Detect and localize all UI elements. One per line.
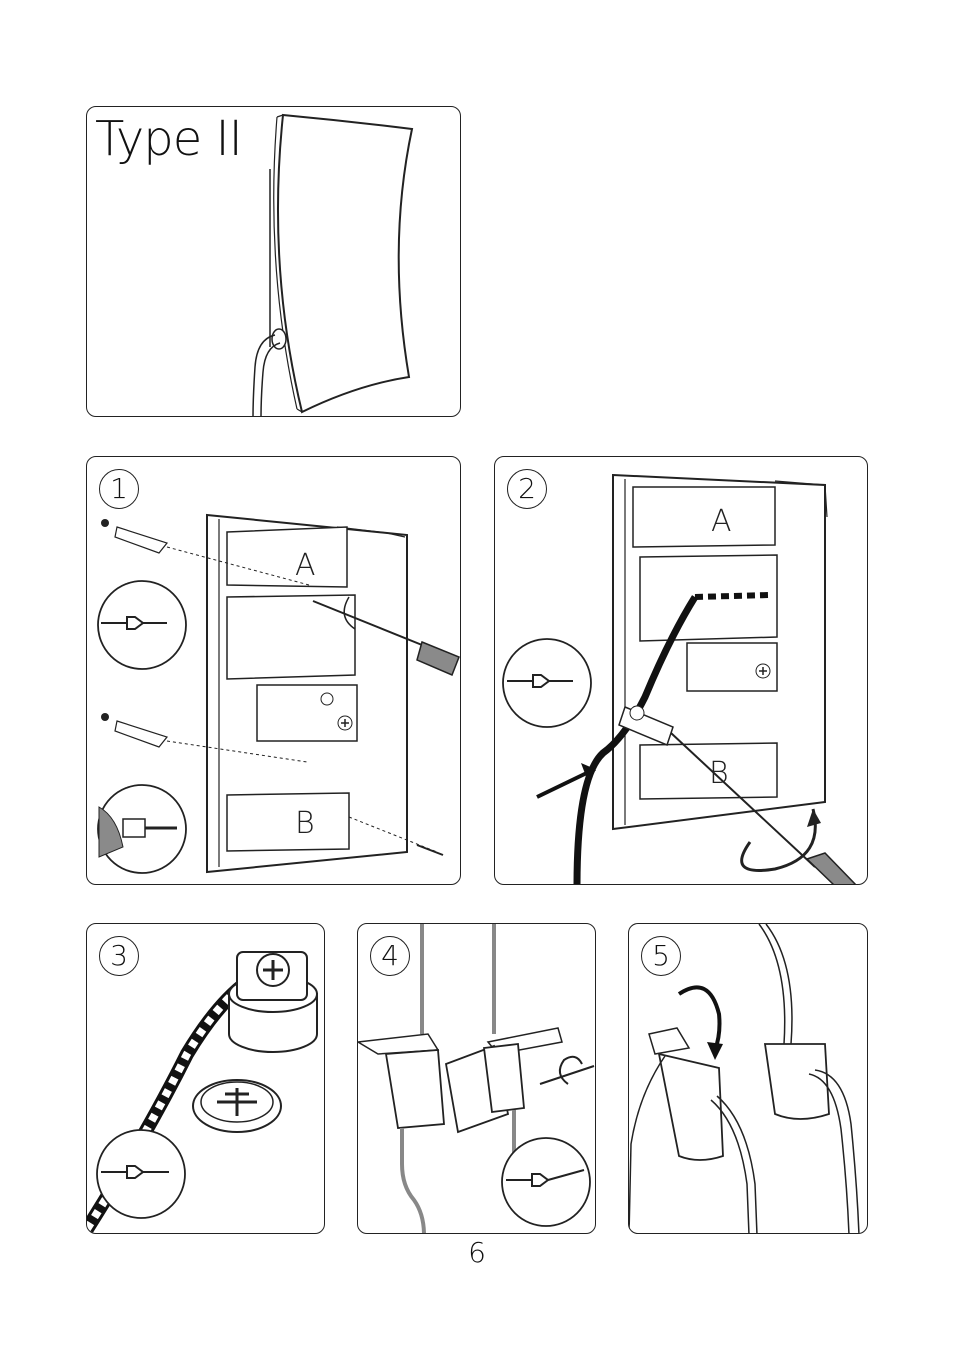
bracket-label-a: A	[295, 548, 316, 583]
step-5-panel: 5	[628, 923, 868, 1234]
step-number: 4	[370, 936, 410, 976]
bracket-label-a: A	[711, 504, 732, 539]
step-number: 2	[507, 469, 547, 509]
bracket-label-b: B	[709, 756, 729, 791]
step-number: 3	[99, 936, 139, 976]
step-1-illustration: A B	[87, 457, 461, 885]
step-3-panel: 3	[86, 923, 325, 1234]
step-4-panel: 4	[357, 923, 596, 1234]
step-2-panel: 2 A B	[494, 456, 868, 885]
step-1-panel: 1 A B	[86, 456, 461, 885]
type-ii-panel: Type II	[86, 106, 461, 417]
step-number: 1	[99, 469, 139, 509]
step-2-illustration: A B	[495, 457, 868, 885]
page-number: 6	[0, 1236, 954, 1269]
panel-title: Type II	[95, 111, 242, 167]
bracket-label-b: B	[295, 806, 315, 841]
step-number: 5	[641, 936, 681, 976]
